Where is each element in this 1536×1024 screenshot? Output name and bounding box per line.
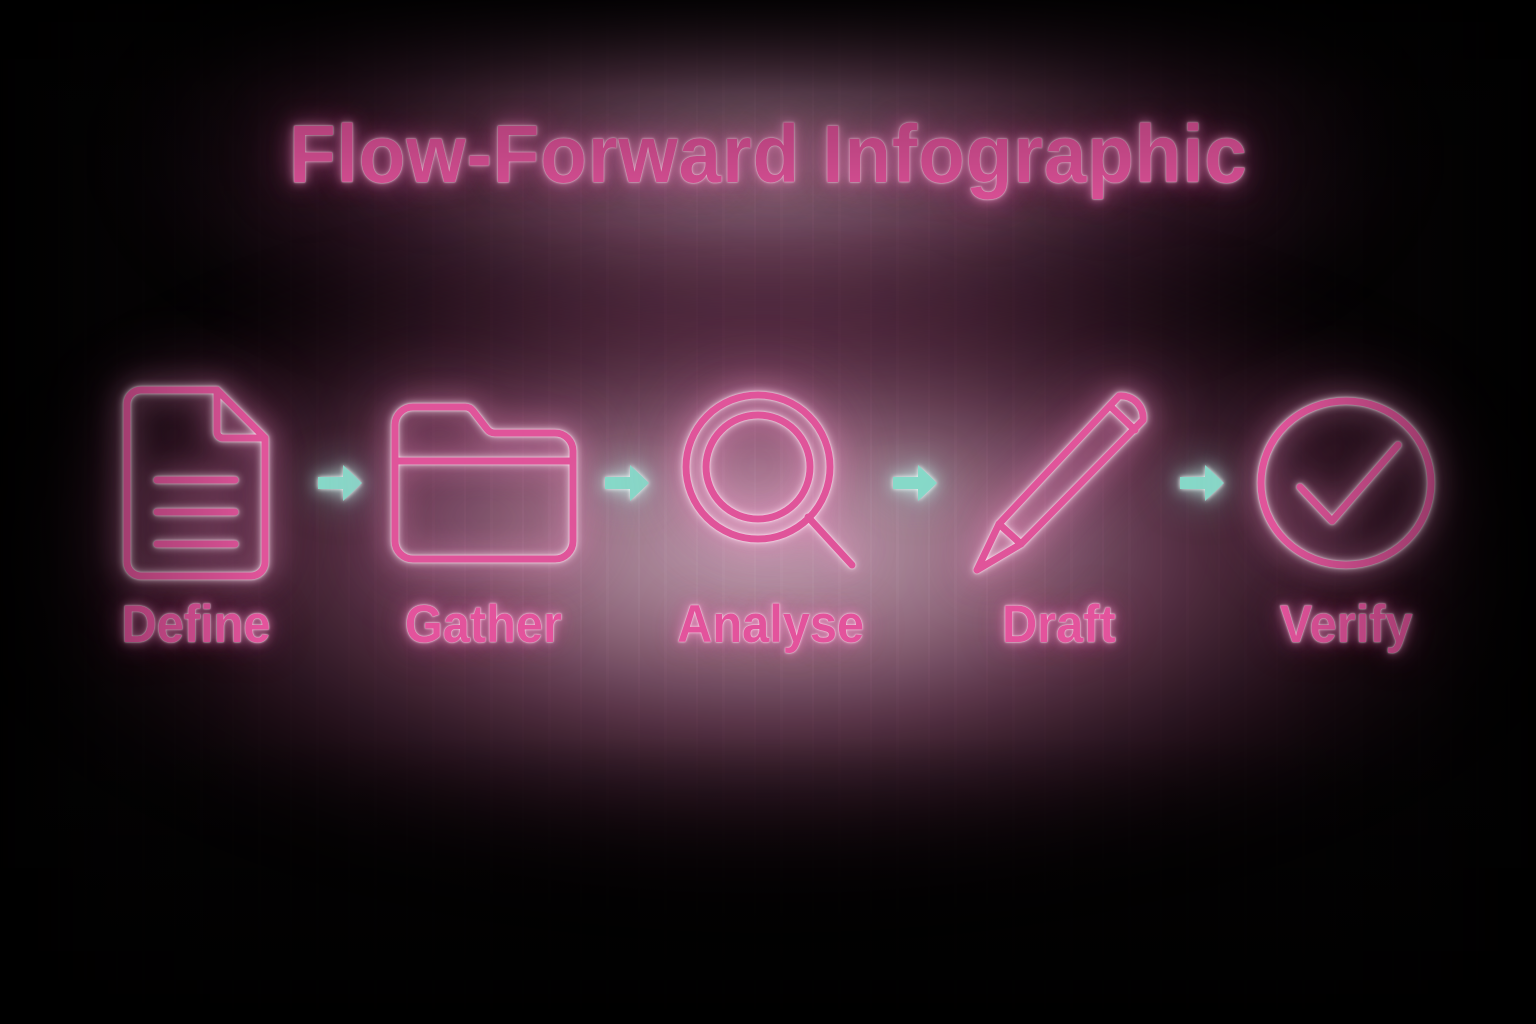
magnifier-icon <box>671 378 871 588</box>
flow-step-label: Gather <box>404 595 563 654</box>
arrow-right-icon <box>881 378 949 588</box>
flow-step-define[interactable]: Define <box>96 378 296 655</box>
flow-steps-row: Define Gather <box>96 378 1446 698</box>
title-glow-backdrop <box>140 0 1390 390</box>
title-container: Flow-Forward Infographic <box>0 108 1536 202</box>
flow-step-draft[interactable]: Draft <box>959 378 1159 655</box>
flow-step-label: Define <box>121 595 271 654</box>
document-icon <box>96 378 296 588</box>
arrow-right-icon <box>1168 378 1236 588</box>
flow-step-gather[interactable]: Gather <box>384 378 584 655</box>
check-circle-icon <box>1246 378 1446 588</box>
pencil-icon <box>959 378 1159 588</box>
flow-step-label: Verify <box>1279 595 1413 654</box>
page-title: Flow-Forward Infographic <box>288 109 1248 200</box>
flow-step-label: Analyse <box>677 595 865 654</box>
folder-icon <box>384 378 584 588</box>
arrow-right-icon <box>306 378 374 588</box>
flow-step-verify[interactable]: Verify <box>1246 378 1446 655</box>
flow-step-label: Draft <box>1001 595 1116 654</box>
arrow-right-icon <box>593 378 661 588</box>
flow-step-analyse[interactable]: Analyse <box>671 378 871 655</box>
